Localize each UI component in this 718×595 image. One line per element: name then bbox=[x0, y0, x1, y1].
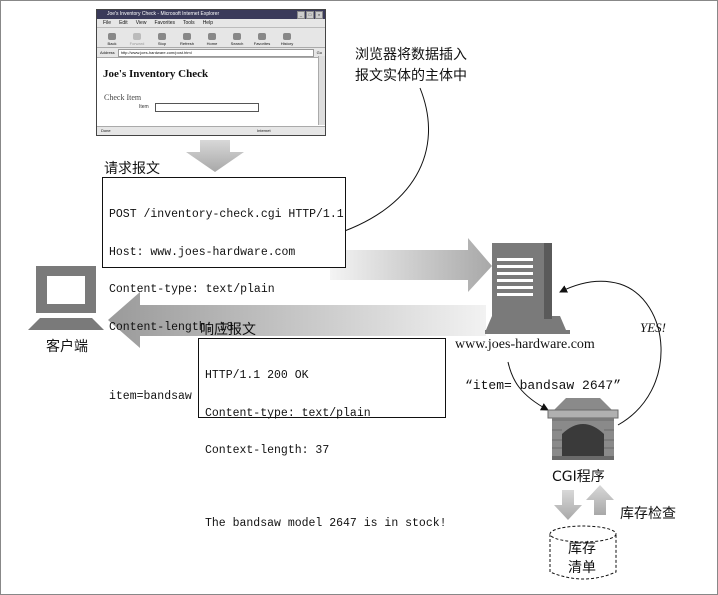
home-icon bbox=[208, 33, 216, 40]
go-button[interactable]: Go bbox=[316, 50, 322, 55]
favorites-icon bbox=[258, 33, 266, 40]
menu-help[interactable]: Help bbox=[202, 20, 213, 26]
status-zone: Internet bbox=[257, 128, 271, 133]
request-line-3: Content-type: text/plain bbox=[109, 283, 275, 296]
browser-title-bar: Joe's Inventory Check - Microsoft Intern… bbox=[97, 10, 325, 19]
query-label: “item= bandsaw 2647” bbox=[465, 378, 622, 393]
request-line-2: Host: www.joes-hardware.com bbox=[109, 245, 296, 259]
browser-window: Joe's Inventory Check - Microsoft Intern… bbox=[96, 9, 326, 136]
page-heading: Joe's Inventory Check bbox=[103, 68, 209, 80]
browser-address-bar: Address http://www.joes-hardware.com/pos… bbox=[97, 48, 325, 58]
favorites-button[interactable]: Favorites bbox=[251, 33, 273, 47]
menu-tools[interactable]: Tools bbox=[183, 20, 195, 26]
query-down-arrow bbox=[554, 490, 582, 520]
menu-edit[interactable]: Edit bbox=[119, 20, 128, 26]
history-button[interactable]: History bbox=[276, 33, 298, 47]
response-arrow bbox=[108, 292, 486, 348]
lookup-label: 库存检查 bbox=[620, 506, 676, 522]
status-text: Done bbox=[101, 128, 111, 133]
browser-note-line1: 浏览器将数据插入 bbox=[355, 47, 467, 63]
response-line-1: HTTP/1.1 200 OK bbox=[205, 369, 309, 382]
request-message-box: POST /inventory-check.cgi HTTP/1.1 Host:… bbox=[102, 177, 346, 403]
cgi-label: CGI程序 bbox=[552, 469, 605, 485]
database-label-line1: 库存 bbox=[568, 541, 596, 557]
response-line-5: The bandsaw model 2647 is in stock! bbox=[205, 516, 447, 530]
database-label-line2: 清单 bbox=[568, 560, 596, 576]
back-icon bbox=[108, 33, 116, 40]
browser-status-bar: Done Internet bbox=[97, 126, 325, 135]
response-title: 响应报文 bbox=[200, 322, 256, 338]
browser-note-line2: 报文实体的主体中 bbox=[355, 68, 467, 84]
response-line-4 bbox=[205, 483, 439, 493]
address-label: Address bbox=[100, 50, 115, 55]
home-button[interactable]: Home bbox=[201, 33, 223, 47]
response-line-2: Content-type: text/plain bbox=[205, 406, 371, 420]
request-line-4: Content-length: 18 bbox=[109, 320, 234, 334]
section-label: Check Item bbox=[104, 93, 142, 102]
request-title: 请求报文 bbox=[104, 161, 160, 177]
forward-button[interactable]: Forward bbox=[126, 33, 148, 47]
browser-menu-bar: File Edit View Favorites Tools Help bbox=[97, 19, 325, 28]
inventory-database-icon bbox=[549, 525, 617, 580]
minimize-icon[interactable]: _ bbox=[297, 11, 305, 19]
refresh-icon bbox=[183, 33, 191, 40]
server-to-cgi-line bbox=[507, 361, 549, 411]
server-icon bbox=[485, 243, 570, 334]
response-line-3: Context-length: 37 bbox=[205, 444, 330, 457]
stop-button[interactable]: Stop bbox=[151, 33, 173, 47]
item-input[interactable] bbox=[155, 103, 259, 112]
stop-icon bbox=[158, 33, 166, 40]
history-icon bbox=[283, 33, 291, 40]
forward-icon bbox=[133, 33, 141, 40]
item-label: Item bbox=[139, 104, 149, 110]
client-label: 客户端 bbox=[46, 339, 88, 355]
menu-view[interactable]: View bbox=[135, 20, 147, 26]
search-icon bbox=[233, 33, 241, 40]
request-line-1: POST /inventory-check.cgi HTTP/1.1 bbox=[109, 208, 344, 221]
refresh-button[interactable]: Refresh bbox=[176, 33, 198, 47]
search-button[interactable]: Search bbox=[226, 33, 248, 47]
cgi-gateway-icon bbox=[547, 398, 619, 460]
response-message-box: HTTP/1.1 200 OK Content-type: text/plain… bbox=[198, 338, 447, 529]
request-arrow bbox=[330, 238, 492, 292]
browser-note: 浏览器将数据插入 报文实体的主体中 bbox=[355, 45, 467, 87]
browser-title: Joe's Inventory Check - Microsoft Intern… bbox=[107, 11, 220, 17]
result-up-arrow bbox=[586, 485, 614, 515]
database-label: 库存 清单 bbox=[568, 540, 596, 578]
browser-content: Joe's Inventory Check Check Item Item bbox=[97, 58, 325, 124]
server-label: www.joes-hardware.com bbox=[455, 337, 595, 352]
back-button[interactable]: Back bbox=[101, 33, 123, 47]
address-input[interactable]: http://www.joes-hardware.com/post.html bbox=[117, 49, 314, 57]
client-computer-icon bbox=[28, 266, 104, 330]
browser-toolbar: Back Forward Stop Refresh Home Search Fa… bbox=[97, 28, 325, 48]
close-icon[interactable]: × bbox=[315, 11, 323, 19]
menu-file[interactable]: File bbox=[103, 20, 112, 26]
browser-scrollbar[interactable] bbox=[318, 56, 325, 125]
browser-down-arrow bbox=[186, 140, 244, 172]
menu-favorites[interactable]: Favorites bbox=[154, 20, 175, 26]
yes-label: YES! bbox=[640, 320, 666, 335]
maximize-icon[interactable]: □ bbox=[306, 11, 314, 19]
yes-loop-arc bbox=[559, 280, 662, 426]
